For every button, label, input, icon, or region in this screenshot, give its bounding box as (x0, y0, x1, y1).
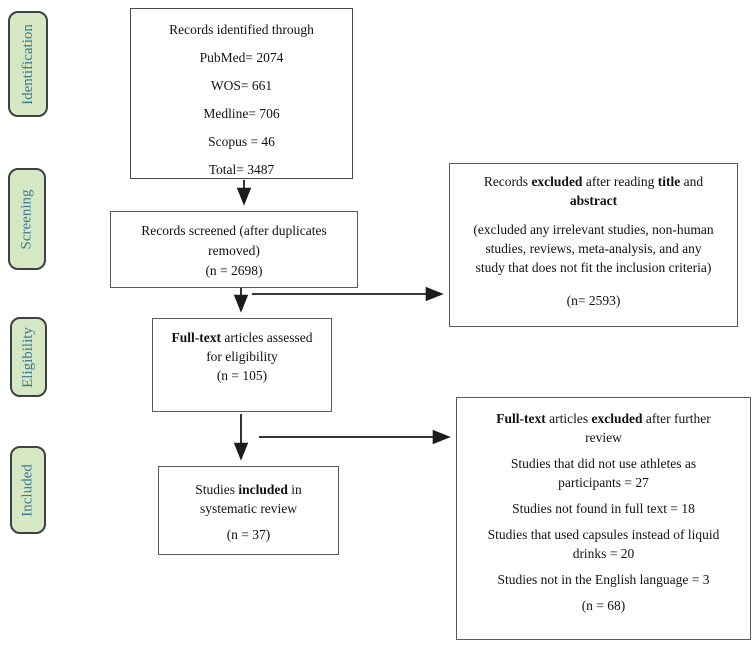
box-records-excluded-title-abstract: Records excluded after reading title and… (449, 163, 738, 327)
fulltext-excluded-reason: Studies that did not use athletes as (510, 456, 697, 471)
fulltext-excluded-heading: Full-text articles excluded after furthe… (496, 411, 711, 426)
excluded-title-reason: studies, reviews, meta-analysis, and any (485, 241, 702, 256)
excluded-title-reason: study that does not fit the inclusion cr… (475, 260, 712, 275)
fulltext-assessed-count: (n = 105) (216, 368, 268, 383)
fulltext-excluded-reason: Studies that used capsules instead of li… (487, 527, 720, 542)
stage-eligibility-label: Eligibility (20, 326, 36, 388)
excluded-title-line: abstract (569, 193, 618, 208)
stage-identification: Identification (8, 11, 48, 117)
stage-included: Included (10, 446, 46, 534)
studies-included-line: systematic review (199, 501, 298, 516)
stage-included-label: Included (19, 463, 36, 517)
records-identified-wos: WOS= 661 (210, 78, 273, 93)
excluded-title-reason: (excluded any irrelevant studies, non-hu… (473, 222, 714, 237)
fulltext-assessed-line: for eligibility (206, 349, 278, 364)
fulltext-excluded-reason: Studies not in the English language = 3 (497, 572, 710, 587)
excluded-title-line: Records excluded after reading title and (483, 174, 704, 189)
stage-screening-label: Screening (18, 189, 35, 249)
records-screened-line: Records screened (after duplicates (141, 223, 327, 238)
records-screened-count: (n = 2698) (205, 263, 263, 278)
records-identified-scopus: Scopus = 46 (208, 134, 275, 149)
stage-eligibility: Eligibility (10, 317, 47, 397)
box-studies-included: Studies included in systematic review (n… (158, 466, 339, 555)
fulltext-excluded-reason: drinks = 20 (572, 546, 635, 561)
records-identified-heading: Records identified through (169, 22, 314, 37)
studies-included-count: (n = 37) (226, 527, 271, 542)
stage-identification-label: Identification (19, 23, 36, 105)
box-fulltext-excluded: Full-text articles excluded after furthe… (456, 397, 751, 640)
box-records-screened: Records screened (after duplicates remov… (110, 211, 358, 288)
stage-screening: Screening (8, 168, 46, 270)
records-identified-total: Total= 3487 (208, 162, 275, 177)
box-fulltext-assessed: Full-text articles assessed for eligibil… (152, 318, 332, 412)
fulltext-excluded-count: (n = 68) (581, 598, 626, 613)
records-identified-pubmed: PubMed= 2074 (199, 50, 284, 65)
studies-included-line: Studies included in (195, 482, 302, 497)
box-records-identified: Records identified through PubMed= 2074 … (130, 8, 353, 179)
fulltext-excluded-reason: Studies not found in full text = 18 (512, 501, 695, 516)
fulltext-excluded-reason: participants = 27 (558, 475, 649, 490)
fulltext-assessed-line: Full-text articles assessed (171, 330, 313, 345)
excluded-title-count: (n= 2593) (566, 293, 621, 308)
records-screened-line: removed) (208, 243, 260, 258)
records-identified-medline: Medline= 706 (203, 106, 280, 121)
fulltext-excluded-heading: review (585, 430, 622, 445)
